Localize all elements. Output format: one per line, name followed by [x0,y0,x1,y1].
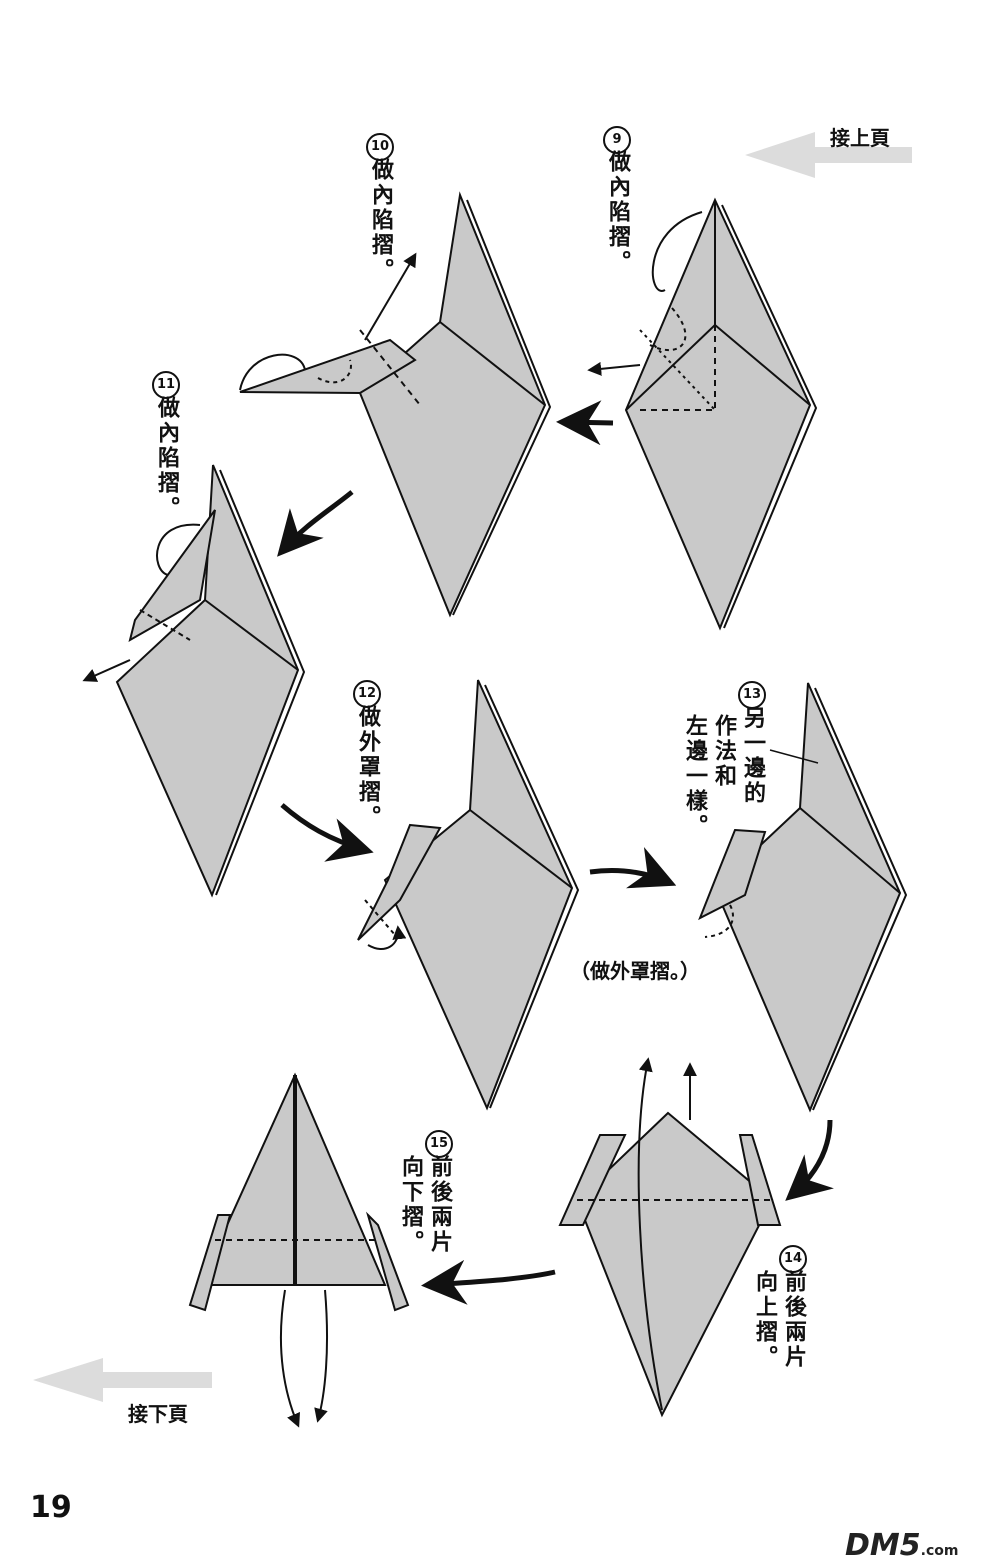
step-9-text: 做內陷摺。 [605,150,630,275]
arrow-step13-to-14 [785,1119,834,1201]
watermark-suffix: .com [920,1543,959,1559]
step-11-figure [82,464,306,898]
step-12-text: 做外罩摺。 [355,705,380,830]
continue-to-arrow [33,1358,212,1402]
continue-from-label: 接上頁 [830,126,890,150]
watermark-main: DM5 [845,1528,921,1563]
step-15-line-2: 向下摺。 [398,1155,423,1255]
arrow-step12-to-13 [589,847,677,889]
step-15-line-1: 前後兩片 [427,1155,452,1255]
step-12-number: 12 [353,680,381,708]
page-number: 19 [30,1490,72,1525]
arrow-step14-to-15 [421,1259,556,1305]
step-10-text: 做內陷摺。 [368,158,393,283]
step-11-text: 做內陷摺。 [154,396,179,521]
step-13-line-1: 另一邊的 [740,706,765,806]
step-12-figure [357,679,580,1111]
watermark-logo: DM5.com [845,1528,958,1563]
step-13-line-2: 作法和 [711,714,736,789]
step-15-figure [188,1072,410,1428]
step-9-number: 9 [603,126,631,154]
step-13-number: 13 [738,681,766,709]
step-9-figure [587,197,818,631]
continue-to-label: 接下頁 [128,1402,188,1426]
outside-reverse-fold-note: （做外罩摺。） [570,959,700,983]
step-13-figure [698,682,908,1113]
arrow-step10-to-11 [277,490,354,557]
step-14-number: 14 [779,1245,807,1273]
arrow-step9-to-10 [556,400,614,446]
step-10-number: 10 [366,133,394,161]
step-14-line-2: 向上摺。 [752,1270,777,1370]
step-10-figure [239,191,552,618]
continue-from-arrow [745,132,912,178]
step-11-number: 11 [152,371,180,399]
step-14-line-1: 前後兩片 [781,1270,806,1370]
arrow-step11-to-12 [280,803,374,862]
step-14-figure [558,1057,782,1418]
step-13-line-3: 左邊一樣。 [682,714,707,839]
step-15-number: 15 [425,1130,453,1158]
